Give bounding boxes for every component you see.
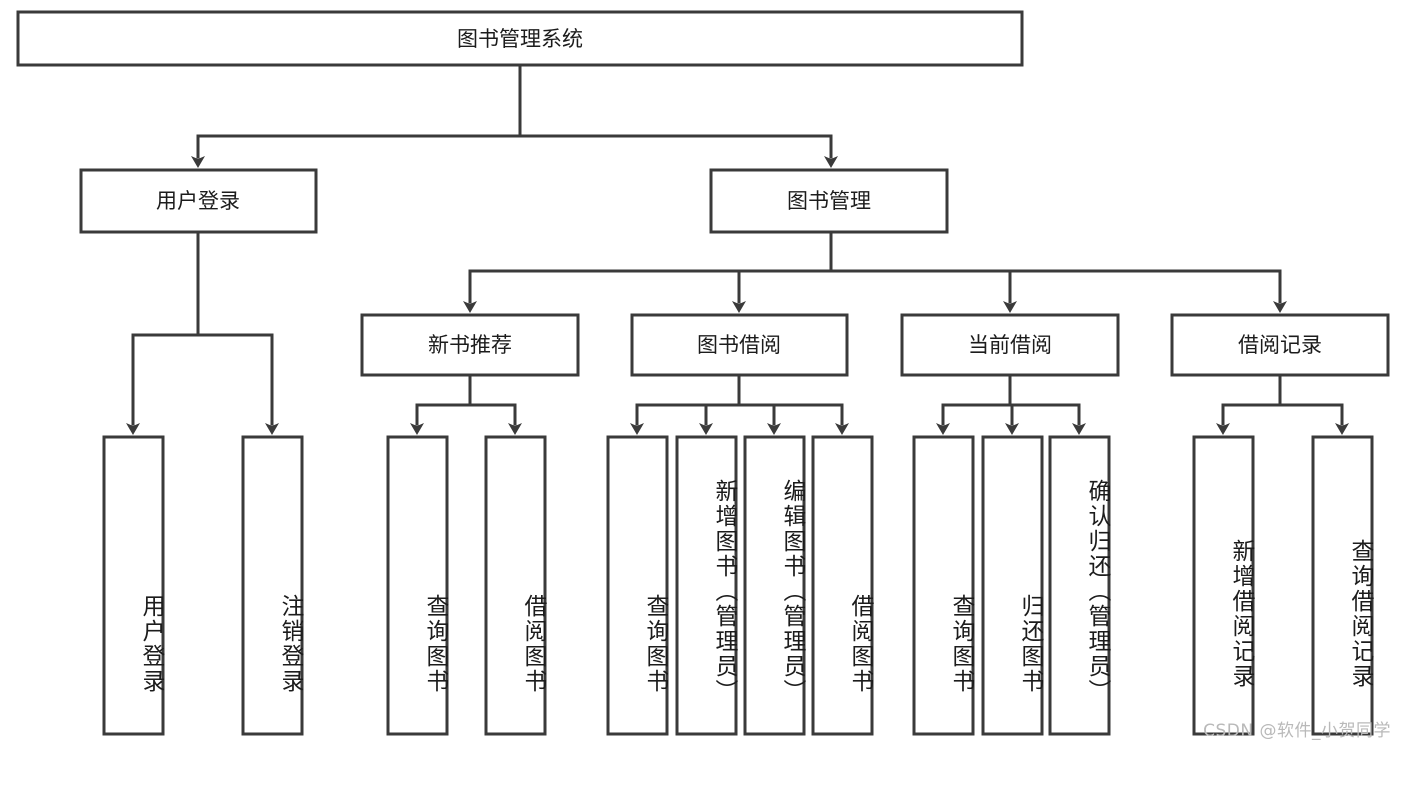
- leaf-box-return-book[interactable]: [981, 435, 1044, 736]
- node-current-borrow-box[interactable]: [900, 313, 1120, 377]
- leaf-box-borrow-book-rec[interactable]: [484, 435, 547, 736]
- leaf-box-user-logout[interactable]: [241, 435, 304, 736]
- leaf-box-edit-book-admin[interactable]: [743, 435, 806, 736]
- node-new-book-recommend-label: 新书推荐: [428, 333, 512, 357]
- node-user-login[interactable]: 用户登录: [79, 168, 318, 234]
- leaf-box-add-book-admin[interactable]: [675, 435, 738, 736]
- leaf-box-add-borrow-record[interactable]: [1192, 435, 1255, 736]
- leaf-box-user-login[interactable]: [102, 435, 165, 736]
- node-new-book-recommend[interactable]: 新书推荐: [360, 313, 580, 377]
- connectors-group: [126, 63, 1349, 435]
- leaf-box-confirm-return-admin[interactable]: [1048, 435, 1111, 736]
- leaf-boxes-group: [102, 435, 1374, 736]
- node-current-borrow[interactable]: 当前借阅: [900, 313, 1120, 377]
- node-current-borrow-label: 当前借阅: [968, 333, 1052, 357]
- node-root[interactable]: 图书管理系统: [16, 10, 1024, 67]
- leaf-box-query-borrow-record[interactable]: [1311, 435, 1374, 736]
- node-borrow-record-label: 借阅记录: [1238, 333, 1322, 357]
- node-book-borrow[interactable]: 图书借阅: [630, 313, 849, 377]
- node-book-management-box[interactable]: [709, 168, 949, 234]
- node-root-label: 图书管理系统: [457, 27, 583, 51]
- node-book-management[interactable]: 图书管理: [709, 168, 949, 234]
- node-book-management-label: 图书管理: [787, 189, 871, 213]
- node-root-box[interactable]: [16, 10, 1024, 67]
- node-book-borrow-box[interactable]: [630, 313, 849, 377]
- node-book-borrow-label: 图书借阅: [697, 333, 781, 357]
- node-new-book-recommend-box[interactable]: [360, 313, 580, 377]
- node-user-login-box[interactable]: [79, 168, 318, 234]
- leaf-box-query-book-borrow[interactable]: [606, 435, 669, 736]
- node-user-login-label: 用户登录: [156, 189, 240, 213]
- node-borrow-record-box[interactable]: [1170, 313, 1390, 377]
- tree-diagram-svg: 图书管理系统 用户登录 图书管理 新书推荐 图书借阅 当前借阅 借阅记录: [16, 10, 1390, 736]
- leaf-box-borrow-book[interactable]: [811, 435, 874, 736]
- leaf-box-query-book-current[interactable]: [912, 435, 975, 736]
- csdn-watermark: CSDN @软件_小贺同学: [1203, 721, 1391, 741]
- leaf-box-query-book-rec[interactable]: [386, 435, 449, 736]
- node-borrow-record[interactable]: 借阅记录: [1170, 313, 1390, 377]
- diagram-canvas: 图书管理系统 用户登录 图书管理 新书推荐 图书借阅 当前借阅 借阅记录: [16, 10, 1391, 741]
